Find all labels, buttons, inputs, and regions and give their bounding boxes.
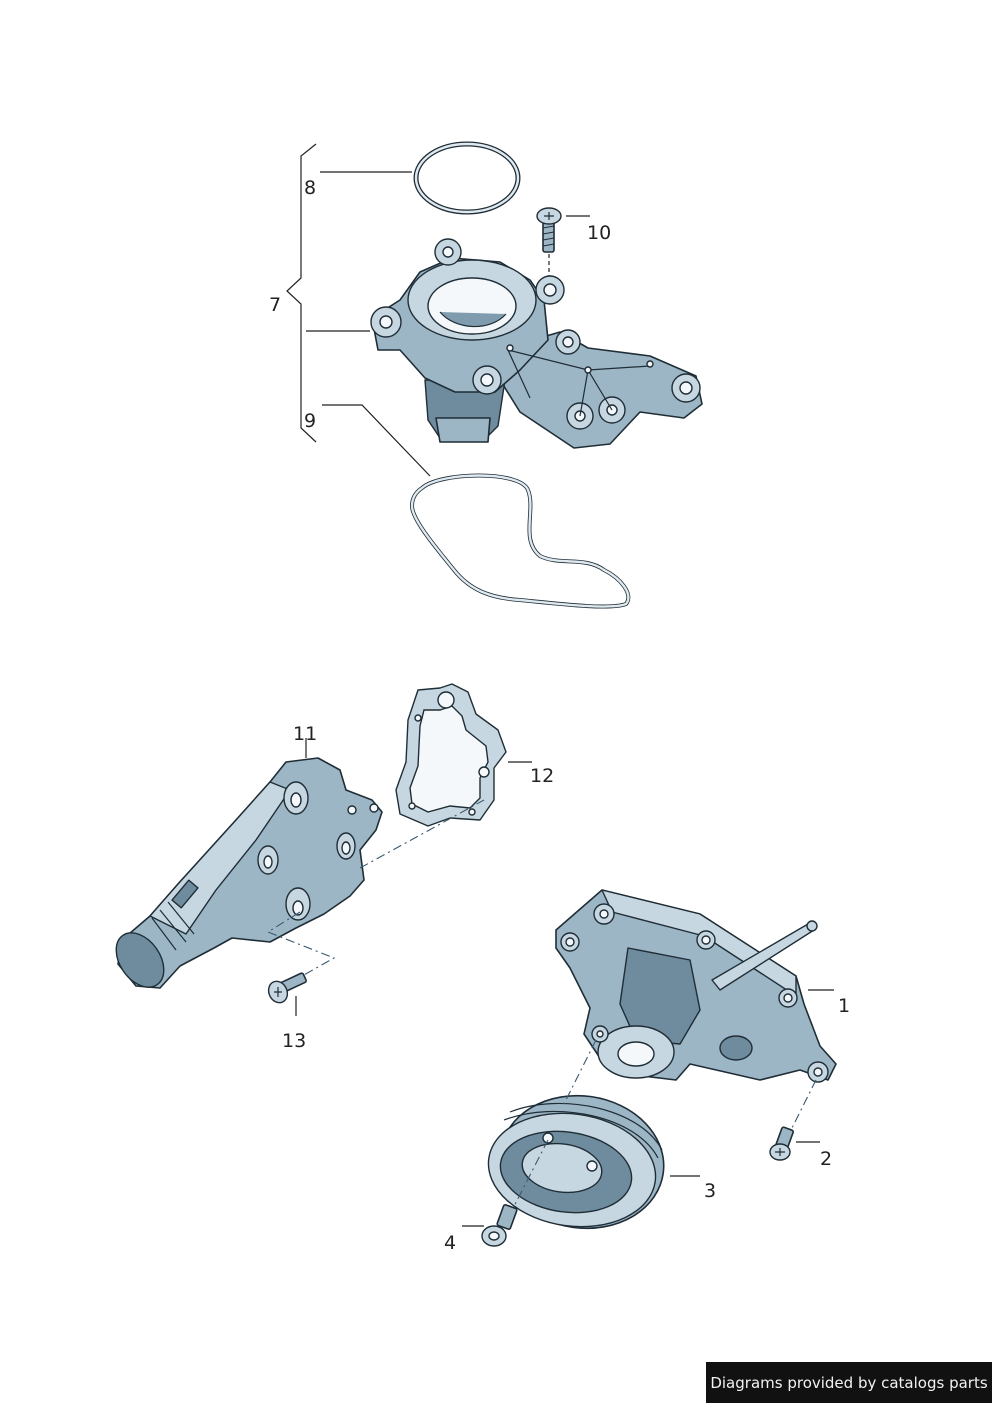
gasket-part-12: [395, 683, 507, 827]
callout-10: 10: [587, 222, 611, 244]
assembly-line-13: [266, 911, 336, 977]
pulley-part-3: [487, 1094, 665, 1230]
coolant-housing-part-7: [370, 238, 703, 449]
callout-11: 11: [293, 723, 317, 745]
o-ring-part-8: [413, 141, 521, 215]
footer-credit: Diagrams provided by catalogs parts: [706, 1362, 992, 1403]
coolant-pipe-part-11: [115, 757, 383, 989]
bolt-part-13: [267, 972, 307, 1004]
water-pump-part-1: [555, 889, 837, 1083]
callout-9: 9: [304, 410, 316, 432]
assembly-line-4: [507, 1139, 549, 1219]
bolt-part-10: [536, 207, 562, 253]
callout-12: 12: [530, 765, 554, 787]
callout-13: 13: [282, 1030, 306, 1052]
bolt-part-2: [769, 1126, 794, 1161]
footer-credit-text: Diagrams provided by catalogs parts: [710, 1373, 988, 1392]
bracket-7: [286, 143, 317, 443]
callout-7: 7: [269, 294, 281, 316]
callout-3: 3: [704, 1180, 716, 1202]
callout-4: 4: [444, 1232, 456, 1254]
assembly-line-11-12: [359, 799, 485, 869]
assembly-line-2: [791, 1079, 817, 1129]
gasket-part-9: [409, 473, 631, 609]
callout-2: 2: [820, 1148, 832, 1170]
callout-8: 8: [304, 177, 316, 199]
bolt-part-4: [481, 1204, 518, 1247]
leader-9: [322, 404, 431, 477]
callout-1: 1: [838, 995, 850, 1017]
assembly-line-3: [563, 1039, 597, 1105]
